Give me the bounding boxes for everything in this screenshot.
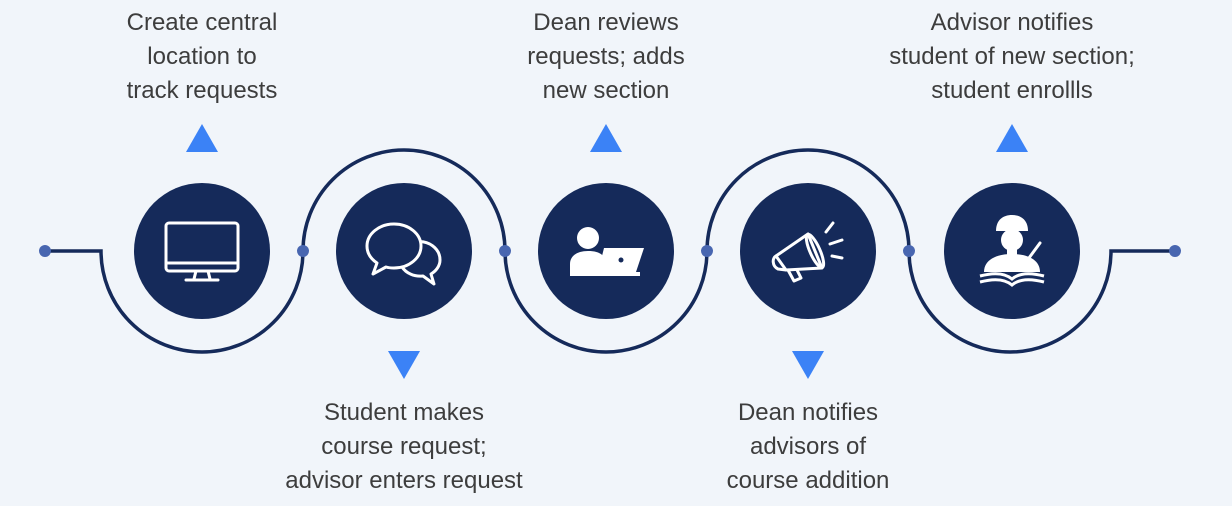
step-label-3: Dean reviews requests; adds new section [527, 9, 685, 104]
step-label-4: Dean notifies advisors of course additio… [726, 399, 890, 494]
student-reading-icon [979, 215, 1045, 287]
connector-dot [39, 245, 51, 257]
step-node-4 [740, 183, 876, 319]
connector-dot [499, 245, 511, 257]
monitor-icon [164, 221, 240, 282]
step-node-5 [944, 183, 1080, 319]
connector-dot [297, 245, 309, 257]
step-label-5: Advisor notifies student of new section;… [889, 9, 1135, 104]
down-arrow-icon [388, 351, 420, 379]
step-node-3 [538, 183, 674, 319]
up-arrow-icon [996, 124, 1028, 152]
step-node-2 [336, 183, 472, 319]
step-node-1 [134, 183, 270, 319]
megaphone-icon [771, 221, 844, 283]
up-arrow-icon [186, 124, 218, 152]
flow-line [43, 148, 1177, 354]
step-label-1: Create central location to track request… [126, 9, 278, 104]
connector-dot [701, 245, 713, 257]
down-arrow-icon [792, 351, 824, 379]
connector-dot [903, 245, 915, 257]
chat-bubbles-icon [365, 222, 442, 286]
connector-dot [1169, 245, 1181, 257]
step-label-2: Student makes course request; advisor en… [285, 399, 523, 494]
up-arrow-icon [590, 124, 622, 152]
person-laptop-icon [570, 227, 644, 276]
